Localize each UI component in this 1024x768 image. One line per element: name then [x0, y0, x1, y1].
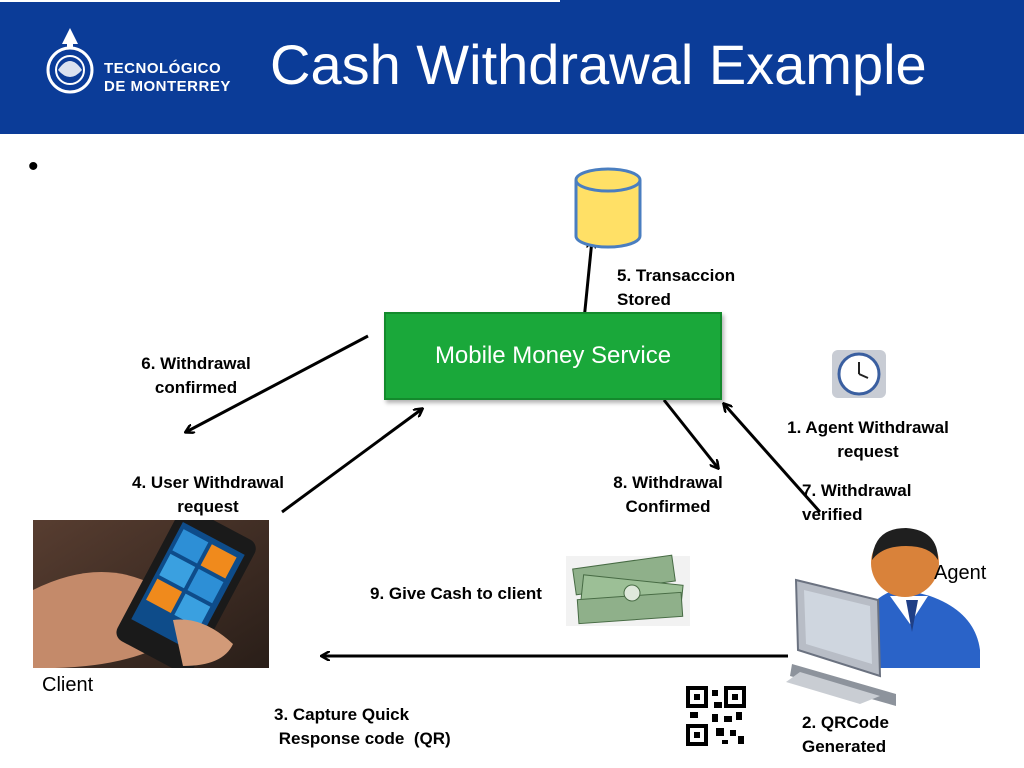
- arrow-withdrawal-confirmed: [186, 334, 369, 432]
- step1-line1: 1. Agent Withdrawal: [787, 418, 949, 437]
- step5-line2: Stored: [617, 290, 671, 309]
- step8-label: 8. Withdrawal Confirmed: [598, 471, 738, 519]
- step9-label: 9. Give Cash to client: [370, 584, 542, 603]
- step1-label: 1. Agent Withdrawal request: [764, 416, 972, 464]
- bullet-point: •: [28, 150, 39, 183]
- arrow-transaction-stored: [582, 240, 592, 321]
- seal-icon: [46, 28, 94, 94]
- agent-computer-icon: [786, 528, 980, 706]
- client-label: Client: [42, 674, 94, 696]
- logo-line1: TECNOLÓGICO: [104, 60, 222, 77]
- step3-line2: Response code (QR): [274, 729, 451, 748]
- mobile-money-service-box: Mobile Money Service: [384, 312, 722, 400]
- step3-line1: 3. Capture Quick: [274, 705, 410, 724]
- step5-line1: 5. Transaccion: [617, 266, 736, 285]
- client-phone-photo: [33, 507, 269, 674]
- step7-line2: verified: [802, 505, 863, 524]
- step8-line1: 8. Withdrawal: [613, 473, 723, 492]
- mobile-money-service-label: Mobile Money Service: [434, 342, 672, 369]
- step7-label: 7. Withdrawal verified: [802, 479, 911, 527]
- step8-line2: Confirmed: [625, 497, 711, 516]
- step6-line2: confirmed: [154, 378, 238, 397]
- header-top-line: [0, 0, 560, 2]
- cash-money-icon: [566, 554, 690, 626]
- arrow-withdrawal-confirmed-agent: [662, 399, 718, 468]
- step2-line2: Generated: [802, 737, 887, 756]
- step5-label: 5. Transaccion Stored: [617, 264, 735, 312]
- arrow-agent-withdrawal-request: [724, 404, 822, 513]
- step6-label: 6. Withdrawal confirmed: [128, 352, 264, 400]
- step4-line1: 4. User Withdrawal: [132, 473, 284, 492]
- arrow-user-withdrawal-request: [281, 409, 422, 514]
- step7-line1: 7. Withdrawal: [802, 481, 912, 500]
- step1-line2: request: [837, 442, 899, 461]
- header-bar: TECNOLÓGICO DE MONTERREY Cash Withdrawal…: [0, 0, 1024, 134]
- database-icon: [574, 167, 642, 249]
- clock-icon: [832, 350, 886, 398]
- tec-monterrey-logo: TECNOLÓGICO DE MONTERREY: [40, 22, 250, 112]
- step4-line2: request: [177, 497, 239, 516]
- step6-line1: 6. Withdrawal: [141, 354, 251, 373]
- step2-label: 2. QRCode Generated: [802, 711, 889, 759]
- logo-line2: DE MONTERREY: [104, 78, 231, 95]
- step2-line1: 2. QRCode: [802, 713, 889, 732]
- page-title: Cash Withdrawal Example: [270, 33, 927, 96]
- qr-code-icon: [686, 686, 746, 746]
- step4-label: 4. User Withdrawal request: [110, 471, 306, 519]
- agent-label: Agent: [934, 562, 987, 584]
- step3-label: 3. Capture Quick Response code (QR): [274, 703, 451, 751]
